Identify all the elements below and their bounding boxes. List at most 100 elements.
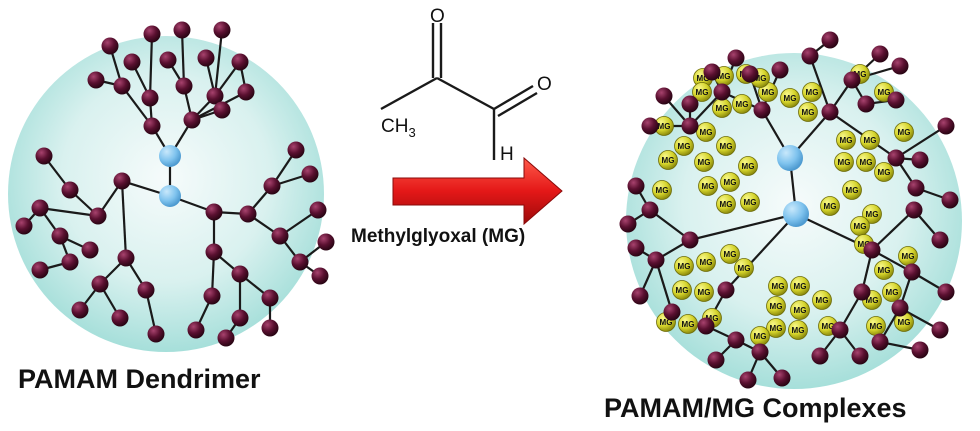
- reagent-label: Methylglyoxal (MG): [351, 226, 526, 247]
- branch-node: [159, 51, 177, 69]
- complex-branch-nodes: [619, 31, 959, 389]
- branch-node: [801, 47, 819, 65]
- mg-particle-label: MG: [898, 318, 911, 327]
- mg-particle: MG: [836, 130, 856, 150]
- branch-node: [771, 61, 789, 79]
- branch-node: [31, 261, 49, 279]
- mg-particle-label: MG: [822, 322, 835, 331]
- branch-node: [111, 309, 129, 327]
- mg-particle-label: MG: [720, 142, 733, 151]
- mg-particle-label: MG: [838, 158, 851, 167]
- mg-particle-label: MG: [870, 322, 883, 331]
- branch-bond: [39, 206, 99, 218]
- branch-bond: [213, 29, 224, 97]
- mg-particle: MG: [694, 282, 714, 302]
- mg-particle-label: MG: [662, 156, 675, 165]
- branch-node: [753, 101, 771, 119]
- branch-node: [87, 71, 105, 89]
- branch-node: [147, 325, 165, 343]
- mg-particle-label: MG: [720, 200, 733, 209]
- mg-particle-label: MG: [736, 100, 749, 109]
- mg-particle: MG: [798, 102, 818, 122]
- mg-particle-label: MG: [697, 74, 710, 83]
- mg-particle-label: MG: [784, 94, 797, 103]
- branch-bond: [689, 212, 797, 242]
- mg-particle: MG: [696, 122, 716, 142]
- oxygen-right-label: O: [537, 74, 552, 95]
- dendrimer-core: [159, 145, 181, 207]
- mg-particle-label: MG: [658, 122, 671, 131]
- branch-node: [143, 117, 161, 135]
- branch-bond: [120, 180, 128, 259]
- mg-particle: MG: [766, 296, 786, 316]
- mg-particle-label: MG: [878, 88, 891, 97]
- mg-particle-label: MG: [772, 282, 785, 291]
- mg-particle: MG: [768, 276, 788, 296]
- branch-node: [857, 95, 875, 113]
- mg-particle-label: MG: [706, 314, 719, 323]
- core-node: [777, 145, 803, 171]
- branch-node: [851, 347, 869, 365]
- mg-particle: MG: [716, 136, 736, 156]
- branch-node: [231, 309, 249, 327]
- mg-particle: MG: [766, 318, 786, 338]
- mg-particle-label: MG: [878, 168, 891, 177]
- branch-node: [263, 177, 281, 195]
- dendrimer-branch-nodes: [15, 21, 335, 347]
- mg-particle: MG: [712, 98, 732, 118]
- mg-particle-label: MG: [754, 332, 767, 341]
- branch-node: [863, 241, 881, 259]
- mg-particle: MG: [788, 320, 808, 340]
- mg-particle-label: MG: [898, 128, 911, 137]
- branch-node: [907, 179, 925, 197]
- mg-particle-label: MG: [702, 182, 715, 191]
- branch-node: [831, 321, 849, 339]
- branch-node: [287, 141, 305, 159]
- branch-node: [871, 333, 889, 351]
- mg-particle: MG: [674, 136, 694, 156]
- branch-node: [703, 63, 721, 81]
- mg-particle-label: MG: [754, 74, 767, 83]
- branch-node: [261, 319, 279, 337]
- mg-particle-label: MG: [864, 136, 877, 145]
- mg-particle-label: MG: [824, 202, 837, 211]
- core-node: [783, 201, 809, 227]
- branch-node: [101, 37, 119, 55]
- mg-particle-label: MG: [660, 318, 673, 327]
- branch-node: [205, 203, 223, 221]
- branch-node: [641, 201, 659, 219]
- branch-node: [663, 303, 681, 321]
- mg-particle-label: MG: [696, 88, 709, 97]
- mg-particle-label: MG: [816, 296, 829, 305]
- hydrogen-label: H: [500, 144, 514, 165]
- branch-node: [647, 251, 665, 269]
- branch-node: [317, 233, 335, 251]
- mg-particle-label: MG: [878, 266, 891, 275]
- mg-particle: MG: [812, 290, 832, 310]
- methyl-subscript: 3: [408, 125, 415, 140]
- branch-node: [727, 331, 745, 349]
- branch-node: [31, 199, 49, 217]
- dendrimer-caption: PAMAM Dendrimer: [18, 364, 261, 394]
- branch-node: [89, 207, 107, 225]
- mg-particle-label: MG: [656, 186, 669, 195]
- mg-particle: MG: [678, 314, 698, 334]
- mg-particle-label: MG: [678, 262, 691, 271]
- branch-node: [627, 239, 645, 257]
- mg-particle-label: MG: [744, 198, 757, 207]
- core-node: [159, 145, 181, 167]
- mg-particle: MG: [750, 326, 770, 346]
- mg-particle: MG: [790, 300, 810, 320]
- branch-node: [681, 95, 699, 113]
- branch-node: [891, 299, 909, 317]
- branch-node: [887, 91, 905, 109]
- mg-particle: MG: [698, 176, 718, 196]
- branch-node: [205, 243, 223, 261]
- branch-node: [697, 317, 715, 335]
- mg-particle-label: MG: [794, 306, 807, 315]
- mg-particle: MG: [732, 94, 752, 114]
- branch-node: [183, 111, 201, 129]
- mg-particle: MG: [856, 152, 876, 172]
- branch-node: [143, 25, 161, 43]
- branch-node: [751, 343, 769, 361]
